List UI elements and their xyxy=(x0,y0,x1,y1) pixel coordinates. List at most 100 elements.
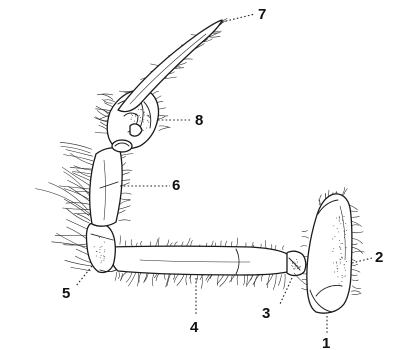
stipple-dot xyxy=(337,276,338,277)
seta xyxy=(73,173,91,181)
stipple-dot xyxy=(344,237,345,238)
seta xyxy=(302,230,308,231)
stipple-dot xyxy=(297,265,298,266)
stipple-dot xyxy=(337,271,338,272)
stipple-dot xyxy=(131,114,132,115)
stipple-dot xyxy=(336,261,337,262)
stipple-dot xyxy=(101,262,102,263)
stipple-dot xyxy=(293,268,294,269)
leader-5 xyxy=(76,266,92,286)
seta xyxy=(119,220,131,221)
seta xyxy=(273,275,276,290)
stipple-dot xyxy=(148,115,149,116)
stipple-dot xyxy=(104,242,105,243)
seta xyxy=(95,132,108,133)
seta xyxy=(141,241,142,245)
seta xyxy=(137,271,138,286)
label-7: 7 xyxy=(258,6,266,23)
stipple-dot xyxy=(297,262,298,263)
stipple-dot xyxy=(340,263,341,264)
seta xyxy=(352,251,364,252)
stipple-dot xyxy=(295,265,296,266)
stipple-dot xyxy=(292,263,293,264)
seta xyxy=(186,238,190,247)
stipple-dot xyxy=(134,121,135,122)
stipple-dot xyxy=(339,221,340,222)
seta xyxy=(278,275,281,286)
seta xyxy=(121,154,133,156)
seta xyxy=(62,167,90,185)
seta xyxy=(131,240,132,246)
stipple-dot xyxy=(334,236,335,237)
stipple-dot xyxy=(147,115,148,116)
stipple-dot xyxy=(341,213,342,214)
stipple-dot xyxy=(295,268,296,269)
label-3: 3 xyxy=(262,305,270,322)
seta xyxy=(351,216,360,217)
leader-3 xyxy=(280,278,292,304)
stipple-dot xyxy=(342,258,343,259)
stipple-dot xyxy=(141,109,142,110)
stipple-dot xyxy=(346,247,347,248)
stipple-dot xyxy=(101,255,102,256)
stipple-dot xyxy=(292,266,293,267)
stipple-dot xyxy=(340,248,341,249)
stipple-dot xyxy=(146,128,147,129)
stipple-dot xyxy=(333,225,334,226)
stipple-dot xyxy=(100,247,101,248)
stipple-dot xyxy=(333,262,334,263)
stipple-dot xyxy=(340,259,341,260)
stipple-dot xyxy=(144,115,145,116)
stipple-dot xyxy=(99,249,100,250)
stipple-dot xyxy=(97,251,98,252)
stipple-dot xyxy=(140,121,141,122)
stipple-dot xyxy=(139,115,140,116)
stipple-dot xyxy=(344,216,345,217)
label-4: 4 xyxy=(190,319,199,336)
stipple-dot xyxy=(135,114,136,115)
stipple-dot xyxy=(136,113,137,114)
stipple-dot xyxy=(136,114,137,115)
stipple-dot xyxy=(137,121,138,122)
stipple-dot xyxy=(140,128,141,129)
stipple-dot xyxy=(94,246,95,247)
seta xyxy=(244,274,245,285)
stipple-dot xyxy=(337,269,338,270)
seta xyxy=(119,201,130,206)
stipple-dot xyxy=(294,263,295,264)
seta xyxy=(166,240,169,247)
seta xyxy=(153,274,154,286)
stipple-dot xyxy=(147,120,148,121)
segment-patella xyxy=(86,222,116,272)
stipple-dot xyxy=(344,264,345,265)
seta xyxy=(64,189,90,200)
stipple-dot xyxy=(104,256,105,257)
stipple-dot xyxy=(149,116,150,117)
seta xyxy=(153,91,159,94)
label-8: 8 xyxy=(195,112,203,129)
stipple-dot xyxy=(344,276,345,277)
seta xyxy=(71,267,91,270)
stipple-dot xyxy=(341,243,342,244)
stipple-dot xyxy=(344,231,345,232)
stipple-dot xyxy=(295,266,296,267)
seta xyxy=(60,142,92,149)
seta xyxy=(158,115,168,116)
seta xyxy=(351,275,358,276)
label-5: 5 xyxy=(62,285,70,302)
stipple-dot xyxy=(142,111,143,112)
stipple-dot xyxy=(137,119,138,120)
stipple-dot xyxy=(339,219,340,220)
stipple-dot xyxy=(104,258,105,259)
stipple-dot xyxy=(342,277,343,278)
stipple-dot xyxy=(143,112,144,113)
stipple-dot xyxy=(104,249,105,250)
seta xyxy=(159,127,169,130)
stipple-dot xyxy=(296,259,297,260)
stipple-dot xyxy=(344,267,345,268)
stipple-dot xyxy=(339,216,340,217)
stipple-dot xyxy=(342,220,343,221)
stipple-dot xyxy=(103,260,104,261)
stipple-dot xyxy=(143,130,144,131)
